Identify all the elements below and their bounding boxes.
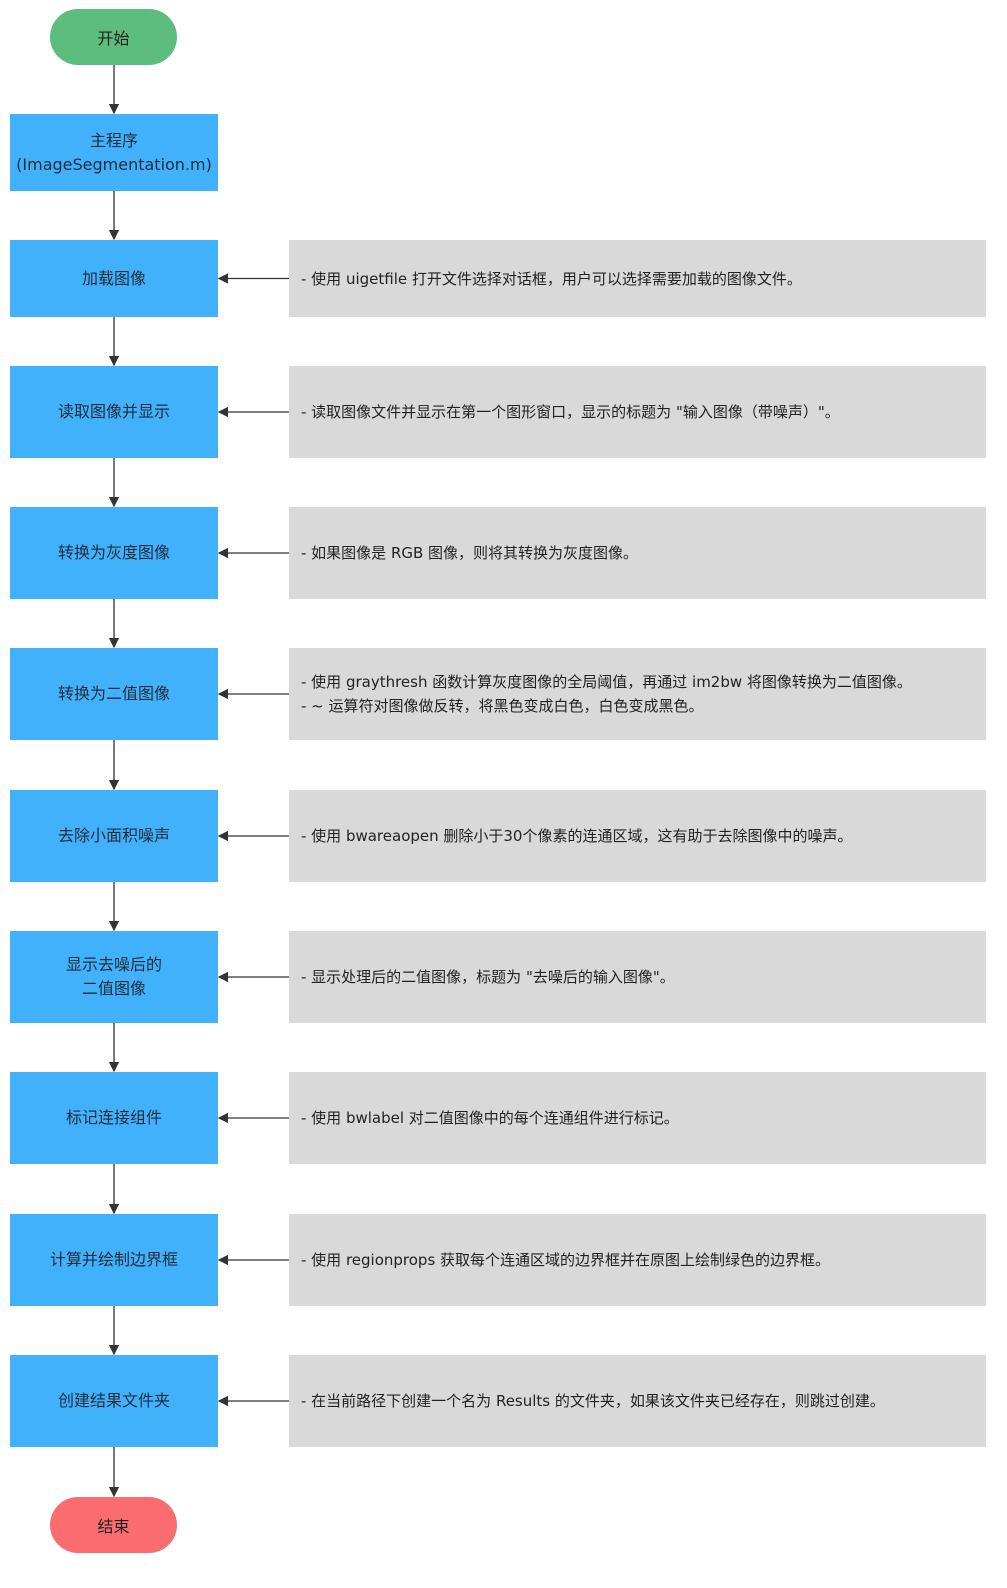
step-label: 去除小面积噪声 (57, 826, 170, 845)
note-line: - 使用 uigetfile 打开文件选择对话框，用户可以选择需要加载的图像文件… (301, 269, 802, 288)
note-read-display: - 读取图像文件并显示在第一个图形窗口，显示的标题为 "输入图像（带噪声）"。 (289, 366, 986, 458)
note-create-folder: - 在当前路径下创建一个名为 Results 的文件夹，如果该文件夹已经存在，则… (289, 1355, 986, 1447)
step-label: 转换为灰度图像 (57, 543, 170, 562)
step-label: 主程序 (ImageSegmentation.m) (16, 130, 212, 174)
step-remove-noise: 去除小面积噪声 (10, 790, 218, 882)
note-line: - ~ 运算符对图像做反转，将黑色变成白色，白色变成黑色。 (301, 697, 704, 715)
note-to-grayscale: - 如果图像是 RGB 图像，则将其转换为灰度图像。 (289, 507, 986, 599)
step-show-denoised: 显示去噪后的 二值图像 (10, 931, 218, 1023)
note-line: - 使用 bwareaopen 删除小于30个像素的连通区域，这有助于去除图像中… (301, 827, 853, 845)
step-read-display: 读取图像并显示 (10, 366, 218, 458)
step-bounding-boxes: 计算并绘制边界框 (10, 1214, 218, 1306)
note-line: - 使用 bwlabel 对二值图像中的每个连通组件进行标记。 (301, 1109, 679, 1127)
step-label: 显示去噪后的 二值图像 (65, 955, 162, 998)
step-label: 转换为二值图像 (57, 684, 170, 703)
note-bounding-boxes: - 使用 regionprops 获取每个连通区域的边界框并在原图上绘制绿色的边… (289, 1214, 986, 1306)
note-load-image: - 使用 uigetfile 打开文件选择对话框，用户可以选择需要加载的图像文件… (289, 240, 986, 317)
start-node: 开始 (50, 9, 177, 65)
step-label: 读取图像并显示 (57, 402, 170, 421)
step-label-components: 标记连接组件 (10, 1072, 218, 1164)
note-label-components: - 使用 bwlabel 对二值图像中的每个连通组件进行标记。 (289, 1072, 986, 1164)
end-node: 结束 (50, 1497, 177, 1553)
note-line: - 显示处理后的二值图像，标题为 "去噪后的输入图像"。 (301, 968, 675, 986)
start-label: 开始 (97, 29, 130, 48)
step-create-folder: 创建结果文件夹 (10, 1355, 218, 1447)
note-to-binary: - 使用 graythresh 函数计算灰度图像的全局阈值，再通过 im2bw … (289, 648, 986, 740)
step-label: 标记连接组件 (65, 1108, 162, 1127)
step-label: 加载图像 (81, 268, 146, 288)
step-main-program: 主程序 (ImageSegmentation.m) (10, 114, 218, 191)
note-show-denoised: - 显示处理后的二值图像，标题为 "去噪后的输入图像"。 (289, 931, 986, 1023)
step-label: 创建结果文件夹 (57, 1391, 170, 1410)
note-remove-noise: - 使用 bwareaopen 删除小于30个像素的连通区域，这有助于去除图像中… (289, 790, 986, 882)
note-line: - 使用 graythresh 函数计算灰度图像的全局阈值，再通过 im2bw … (301, 673, 912, 691)
step-load-image: 加载图像 (10, 240, 218, 317)
step-to-binary: 转换为二值图像 (10, 648, 218, 740)
note-line: - 在当前路径下创建一个名为 Results 的文件夹，如果该文件夹已经存在，则… (301, 1392, 885, 1410)
note-line: - 读取图像文件并显示在第一个图形窗口，显示的标题为 "输入图像（带噪声）"。 (301, 403, 840, 421)
end-label: 结束 (97, 1517, 130, 1536)
note-line: - 使用 regionprops 获取每个连通区域的边界框并在原图上绘制绿色的边… (301, 1251, 831, 1269)
step-label: 计算并绘制边界框 (49, 1250, 178, 1269)
step-to-grayscale: 转换为灰度图像 (10, 507, 218, 599)
note-line: - 如果图像是 RGB 图像，则将其转换为灰度图像。 (301, 544, 639, 562)
